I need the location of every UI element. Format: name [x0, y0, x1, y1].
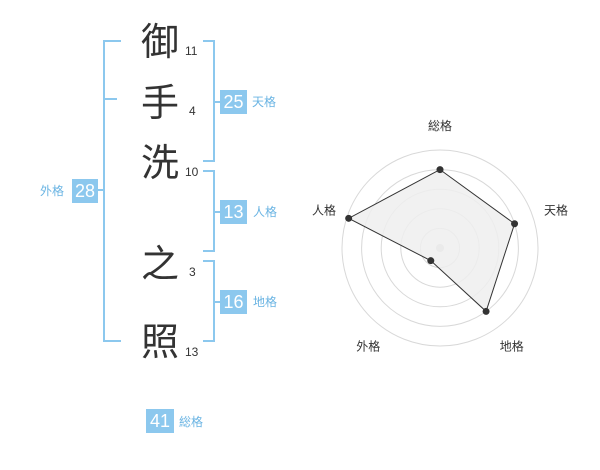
name-char-5: 照	[141, 320, 180, 364]
radar-axis-label-2: 地格	[500, 339, 524, 354]
radar-axis-label-3: 外格	[356, 339, 380, 354]
chikaku-label: 地格	[253, 295, 278, 309]
gaikaku-label: 外格	[40, 184, 65, 198]
gaikaku-tick-2	[103, 98, 117, 100]
tenkaku-label: 天格	[252, 95, 277, 109]
jinkaku-value-badge: 13	[220, 200, 247, 224]
radar-data-polygon	[347, 169, 516, 313]
gaikaku-connector	[97, 189, 105, 191]
radar-grid-ring	[341, 149, 539, 347]
radar-axis-label-4: 人格	[312, 202, 336, 217]
name-char-3: 洗	[141, 141, 180, 185]
tenkaku-value-badge: 25	[220, 90, 247, 114]
gaikaku-value-badge: 28	[72, 179, 98, 203]
tenkaku-connector	[213, 101, 221, 103]
name-char-2: 手	[141, 81, 180, 125]
soukaku-value-badge: 41	[146, 409, 174, 433]
radar-axis-label-1: 天格	[544, 202, 568, 217]
radar-point-1	[511, 220, 519, 228]
radar-point-3	[427, 257, 435, 265]
gaikaku-bracket	[103, 40, 121, 342]
chikaku-connector	[213, 301, 221, 303]
radar-point-0	[436, 166, 444, 174]
stroke-count-1: 11	[185, 44, 198, 58]
name-char-1: 御	[141, 20, 180, 64]
jinkaku-label: 人格	[253, 205, 278, 219]
radar-point-4	[345, 214, 353, 222]
stroke-count-2: 4	[189, 104, 196, 118]
stroke-count-4: 3	[189, 265, 196, 279]
chikaku-value-badge: 16	[220, 290, 247, 314]
radar-point-2	[482, 307, 490, 315]
soukaku-label: 総格	[179, 415, 204, 429]
name-char-4: 之	[141, 242, 180, 286]
jinkaku-connector	[213, 211, 221, 213]
stroke-count-3: 10	[185, 165, 199, 179]
stroke-count-5: 13	[185, 345, 199, 359]
radar-axis-label-0: 総格	[428, 118, 452, 133]
